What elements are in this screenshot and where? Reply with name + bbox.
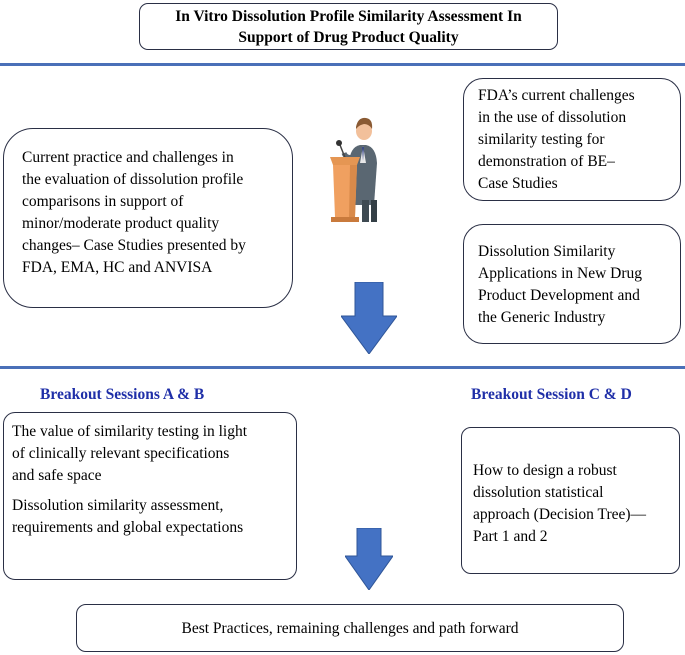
text-line: Current practice and challenges in <box>22 149 234 166</box>
text-line: FDA’s current challenges <box>478 87 635 104</box>
text-line: Dissolution Similarity <box>478 243 616 260</box>
text-line: approach (Decision Tree)— <box>473 506 647 523</box>
title-box: In Vitro Dissolution Profile Similarity … <box>139 3 558 50</box>
text-line: requirements and global expectations <box>12 519 244 536</box>
text-line: Part 1 and 2 <box>473 528 548 545</box>
text-line: the evaluation of dissolution profile <box>22 171 244 188</box>
breakout-ab-heading: Breakout Sessions A & B <box>40 386 205 403</box>
text-line: How to design a robust <box>473 462 617 479</box>
text-line: of clinically relevant specifications <box>12 445 230 462</box>
text-line: Product Development and <box>478 287 640 304</box>
title-line-2: Support of Drug Product Quality <box>238 29 459 46</box>
text-line: in the use of dissolution <box>478 109 627 126</box>
fda-challenges-box: FDA’s current challenges in the use of d… <box>463 78 681 201</box>
text-line: demonstration of BE– <box>478 153 615 170</box>
text-line: changes– Case Studies presented by <box>22 237 246 254</box>
text-line: FDA, EMA, HC and ANVISA <box>22 259 213 276</box>
top-divider <box>0 63 685 66</box>
title-line-1: In Vitro Dissolution Profile Similarity … <box>175 8 522 25</box>
text-line: Case Studies <box>478 175 558 192</box>
text-line: dissolution statistical <box>473 484 604 501</box>
text-line: and safe space <box>12 467 102 484</box>
text-line: comparisons in support of <box>22 193 184 210</box>
text-line: the Generic Industry <box>478 309 606 326</box>
best-practices-box: Best Practices, remaining challenges and… <box>76 604 624 652</box>
breakout-cd-box: How to design a robust dissolution stati… <box>461 427 680 574</box>
text-line: Dissolution similarity assessment, <box>12 497 224 514</box>
breakout-ab-box: The value of similarity testing in light… <box>3 412 297 580</box>
down-arrow-icon <box>345 528 393 590</box>
text-line: minor/moderate product quality <box>22 215 220 232</box>
speaker-at-podium-icon <box>330 117 377 222</box>
current-practice-box: Current practice and challenges in the e… <box>3 128 293 308</box>
down-arrow-icon <box>341 282 397 354</box>
best-practices-text: Best Practices, remaining challenges and… <box>181 620 519 637</box>
middle-divider <box>0 366 685 369</box>
text-line: The value of similarity testing in light <box>12 423 248 440</box>
text-line: similarity testing for <box>478 131 605 148</box>
similarity-applications-box: Dissolution Similarity Applications in N… <box>463 224 681 344</box>
breakout-cd-heading: Breakout Session C & D <box>471 386 632 403</box>
text-line: Applications in New Drug <box>478 265 643 282</box>
